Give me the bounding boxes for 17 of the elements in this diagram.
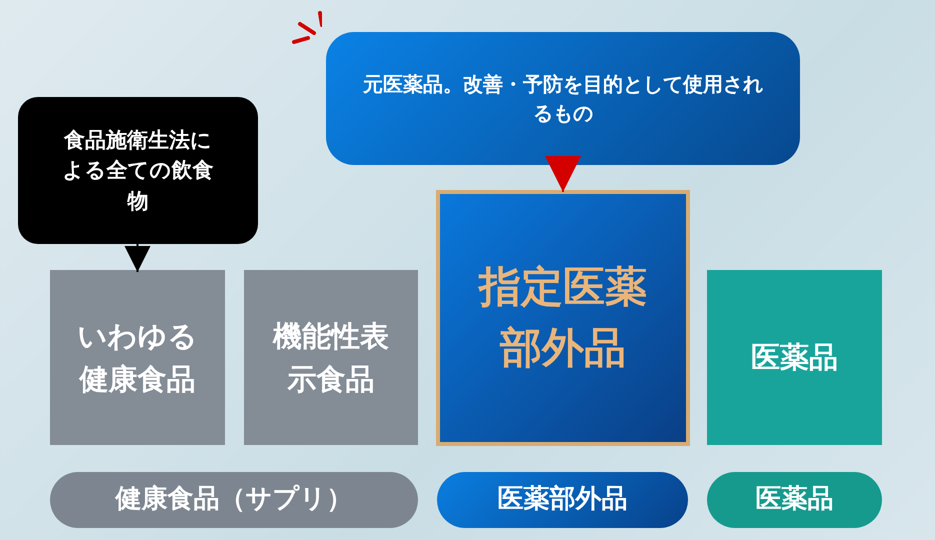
arrow xyxy=(124,244,150,272)
node-label: 健康食品（サプリ） xyxy=(114,483,354,516)
callout-bubble xyxy=(18,97,258,244)
node-label: 食品施衛生法による全ての飲食物 xyxy=(62,126,214,215)
category-box xyxy=(50,270,225,445)
node-label: 指定医薬部外品 xyxy=(477,261,648,374)
category-box xyxy=(244,270,418,445)
category-box xyxy=(707,270,882,445)
callout-bubble xyxy=(326,32,800,165)
node-label: いわゆる健康食品 xyxy=(76,318,198,398)
node-label: 医薬品 xyxy=(750,339,839,376)
highlight-box xyxy=(436,190,690,446)
arrow xyxy=(545,156,581,192)
node-label: 医薬部外品 xyxy=(496,483,628,516)
node-label: 元医薬品。改善・予防を目的として使用されるもの xyxy=(362,70,764,126)
node-label: 医薬品 xyxy=(754,483,834,516)
node-label: 機能性表示食品 xyxy=(272,318,390,398)
